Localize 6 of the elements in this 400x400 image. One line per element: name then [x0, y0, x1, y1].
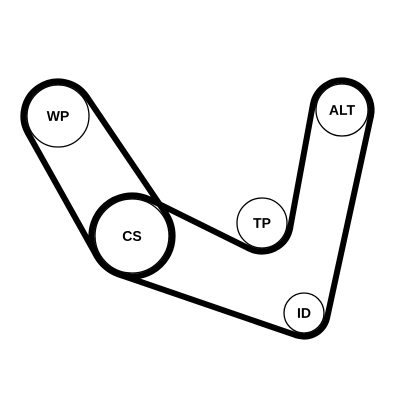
- pulley: ALT: [315, 83, 369, 137]
- pulley: TP: [236, 197, 288, 249]
- belt: [146, 196, 252, 252]
- pulley: CS: [94, 198, 170, 274]
- pulley: WP: [26, 84, 90, 148]
- pulley: ID: [283, 292, 325, 334]
